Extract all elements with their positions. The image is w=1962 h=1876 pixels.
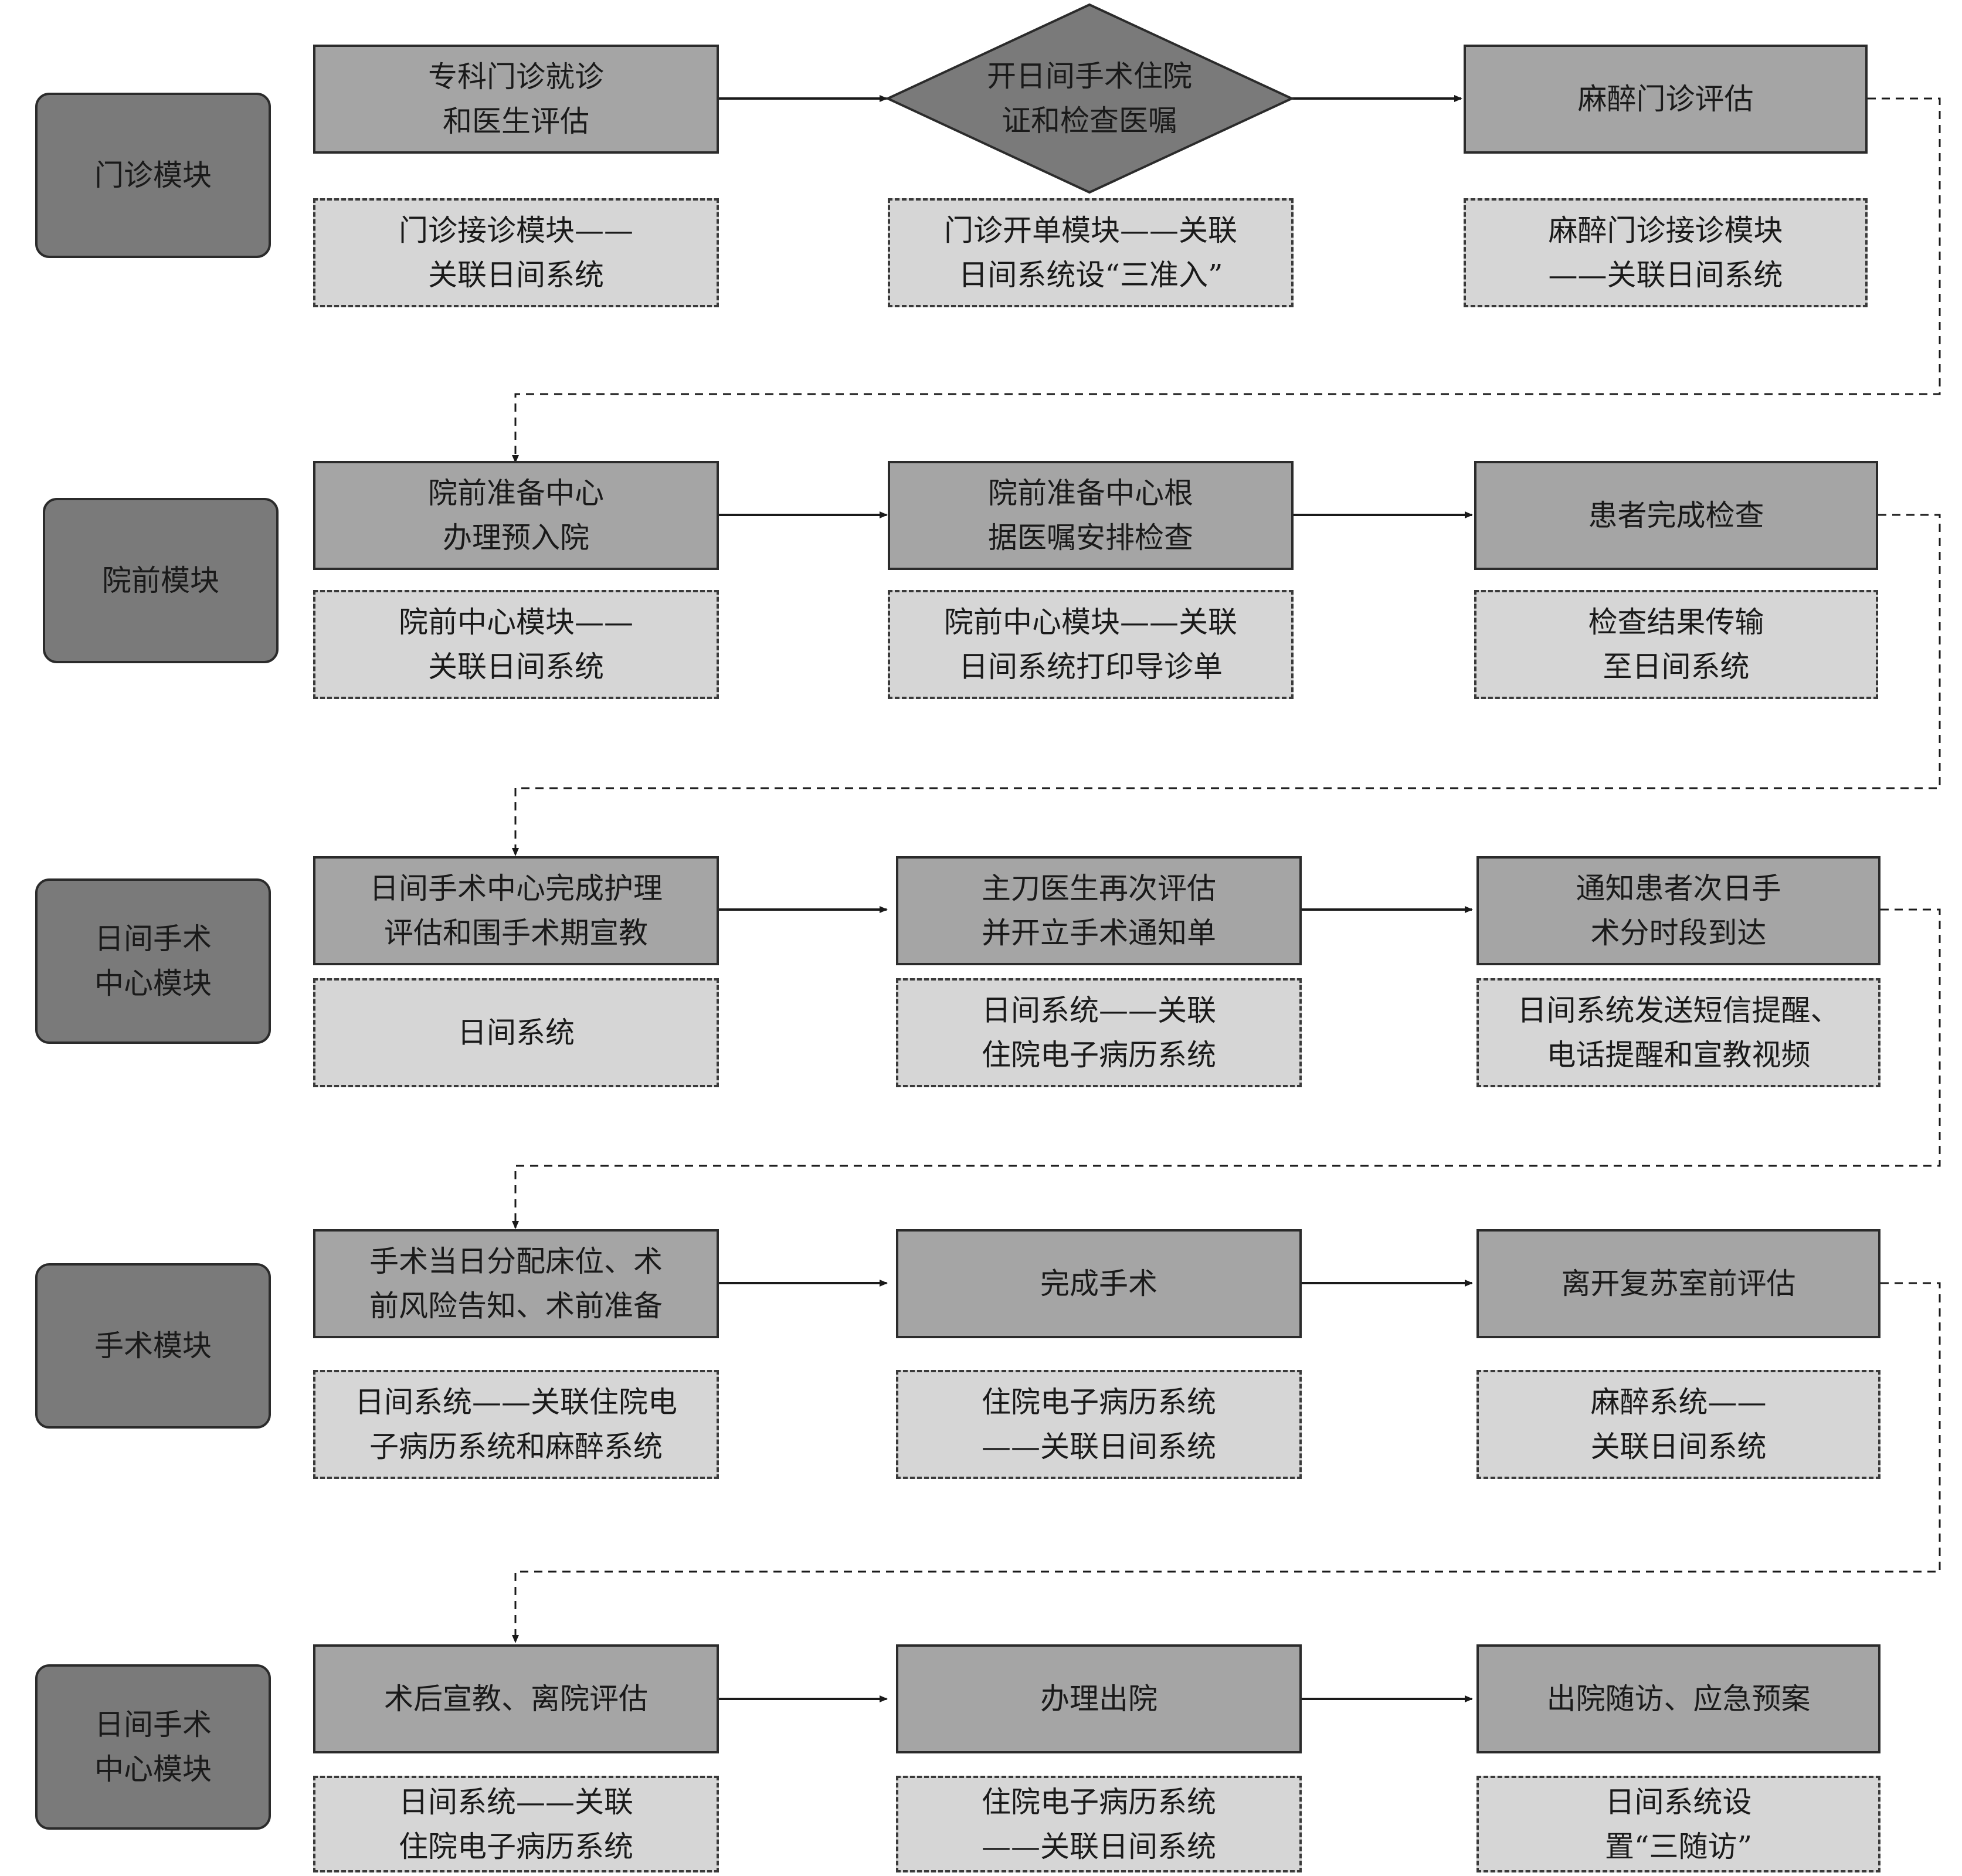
system-emr-anesthesia: 日间系统——关联住院电 子病历系统和麻醉系统 xyxy=(313,1370,719,1479)
connector-r4-r5 xyxy=(512,1282,1941,1643)
system-three-followups: 日间系统设 置“三随访” xyxy=(1476,1776,1880,1872)
step-arrange-exams: 院前准备中心根 据医嘱安排检查 xyxy=(888,461,1294,570)
step-followup-plan: 出院随访、应急预案 xyxy=(1476,1644,1880,1753)
module-day-surgery-center: 日间手术 中心模块 xyxy=(35,878,271,1044)
system-outpatient-order: 门诊开单模块——关联 日间系统设“三准入” xyxy=(888,198,1294,307)
system-anesthesia-day: 麻醉系统—— 关联日间系统 xyxy=(1476,1370,1880,1479)
system-day-surgery: 日间系统 xyxy=(313,978,719,1087)
module-outpatient: 门诊模块 xyxy=(35,93,271,258)
module-preadmission: 院前模块 xyxy=(43,498,279,663)
connector-r1-r2 xyxy=(512,97,1941,463)
step-patient-exams: 患者完成检查 xyxy=(1474,461,1878,570)
system-emr-day-2: 住院电子病历系统 ——关联日间系统 xyxy=(896,1776,1302,1872)
system-anesthesia-intake: 麻醉门诊接诊模块 ——关联日间系统 xyxy=(1464,198,1868,307)
module-surgery: 手术模块 xyxy=(35,1263,271,1429)
step-preop-preparation: 手术当日分配床位、术 前风险告知、术前准备 xyxy=(313,1229,719,1338)
decision-admission-order: 开日间手术住院 证和检查医嘱 xyxy=(987,59,1192,138)
system-sms-reminder: 日间系统发送短信提醒、 电话提醒和宣教视频 xyxy=(1476,978,1880,1087)
decision-diamond xyxy=(885,3,1295,194)
step-specialist-visit: 专科门诊就诊 和医生评估 xyxy=(313,45,719,154)
system-emr-day: 住院电子病历系统 ——关联日间系统 xyxy=(896,1370,1302,1479)
module-day-surgery-center-2: 日间手术 中心模块 xyxy=(35,1664,271,1830)
connector-r3-r4 xyxy=(512,908,1941,1229)
system-day-emr-link: 日间系统——关联 住院电子病历系统 xyxy=(313,1776,719,1872)
step-preadmission-register: 院前准备中心 办理预入院 xyxy=(313,461,719,570)
system-guide-print: 院前中心模块——关联 日间系统打印导诊单 xyxy=(888,590,1294,699)
system-outpatient-intake: 门诊接诊模块—— 关联日间系统 xyxy=(313,198,719,307)
step-complete-surgery: 完成手术 xyxy=(896,1229,1302,1338)
step-notify-patient: 通知患者次日手 术分时段到达 xyxy=(1476,856,1880,965)
step-postop-education: 术后宣教、离院评估 xyxy=(313,1644,719,1753)
system-emr-link: 日间系统——关联 住院电子病历系统 xyxy=(896,978,1302,1087)
step-surgeon-reassessment: 主刀医生再次评估 并开立手术通知单 xyxy=(896,856,1302,965)
step-recovery-assessment: 离开复苏室前评估 xyxy=(1476,1229,1880,1338)
step-nursing-assessment: 日间手术中心完成护理 评估和围手术期宣教 xyxy=(313,856,719,965)
system-exam-transfer: 检查结果传输 至日间系统 xyxy=(1474,590,1878,699)
connector-r2-r3 xyxy=(512,514,1941,856)
step-anesthesia-clinic: 麻醉门诊评估 xyxy=(1464,45,1868,154)
system-preadmission-center: 院前中心模块—— 关联日间系统 xyxy=(313,590,719,699)
step-discharge: 办理出院 xyxy=(896,1644,1302,1753)
